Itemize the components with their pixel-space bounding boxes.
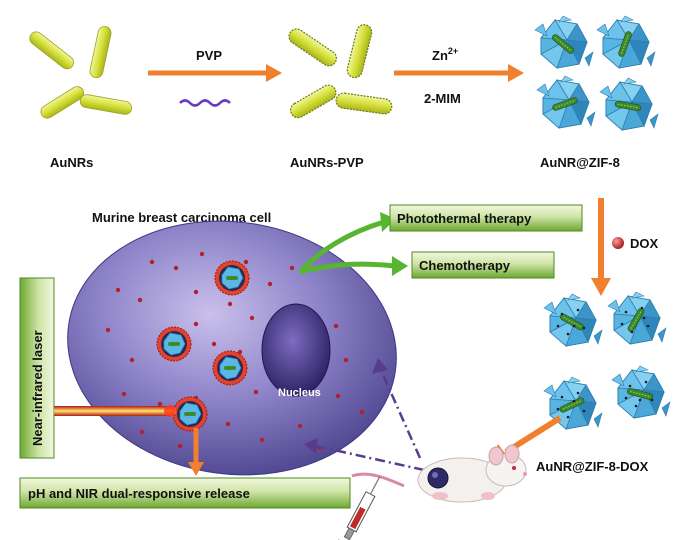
photothermal-arrowhead — [380, 212, 396, 232]
zn-label: Zn2+ — [432, 46, 458, 63]
aunrs-pvp-label: AuNRs-PVP — [290, 155, 364, 170]
carcinoma-cell — [67, 220, 397, 476]
dox-arrowhead — [591, 278, 611, 296]
chemotherapy-box — [411, 251, 555, 279]
aunr-zif8-crystals — [534, 15, 659, 131]
tumor-uptake-arrowhead-1 — [372, 358, 388, 374]
nucleus — [261, 303, 331, 397]
tumor-uptake-arrow-2 — [315, 444, 425, 472]
tumor-uptake-arrowhead-2 — [304, 438, 318, 454]
aunr-zif8-label: AuNR@ZIF-8 — [540, 155, 620, 170]
dox-label: DOX — [630, 236, 659, 251]
laser-label: Near-infrared laser — [30, 330, 45, 446]
aunrs-rods — [29, 26, 133, 119]
laser-spot — [164, 405, 176, 417]
photothermal-box — [389, 204, 583, 232]
laser-box — [19, 277, 55, 459]
dox-molecule-icon — [612, 237, 624, 249]
pvp-label: PVP — [196, 48, 222, 63]
pvp-arrowhead — [266, 64, 282, 82]
aunrs-pvp-rods — [288, 24, 393, 119]
aunr-zif8-dox-crystals — [543, 291, 671, 430]
zn-charge: 2+ — [448, 46, 458, 56]
mouse-illustration — [351, 444, 527, 503]
release-label: pH and NIR dual-responsive release — [28, 486, 250, 501]
release-box — [19, 477, 351, 509]
photothermal-label: Photothermal therapy — [397, 211, 532, 226]
aunr-zif8-dox-label: AuNR@ZIF-8-DOX — [536, 459, 649, 474]
zn-arrowhead — [508, 64, 524, 82]
photothermal-arrow — [298, 219, 385, 274]
release-arrowhead — [188, 462, 204, 476]
mim-label: 2-MIM — [424, 91, 461, 106]
laser-beam — [54, 406, 176, 416]
syringe-icon — [337, 476, 381, 540]
aunrs-label: AuNRs — [50, 155, 93, 170]
tumor-uptake-arrow-1 — [378, 367, 422, 459]
chemotherapy-arrow — [299, 261, 395, 275]
chemotherapy-arrowhead — [392, 256, 408, 276]
pvp-polymer-icon — [179, 99, 231, 107]
chemotherapy-label: Chemotherapy — [419, 258, 511, 273]
nucleus-label: Nucleus — [278, 387, 321, 399]
